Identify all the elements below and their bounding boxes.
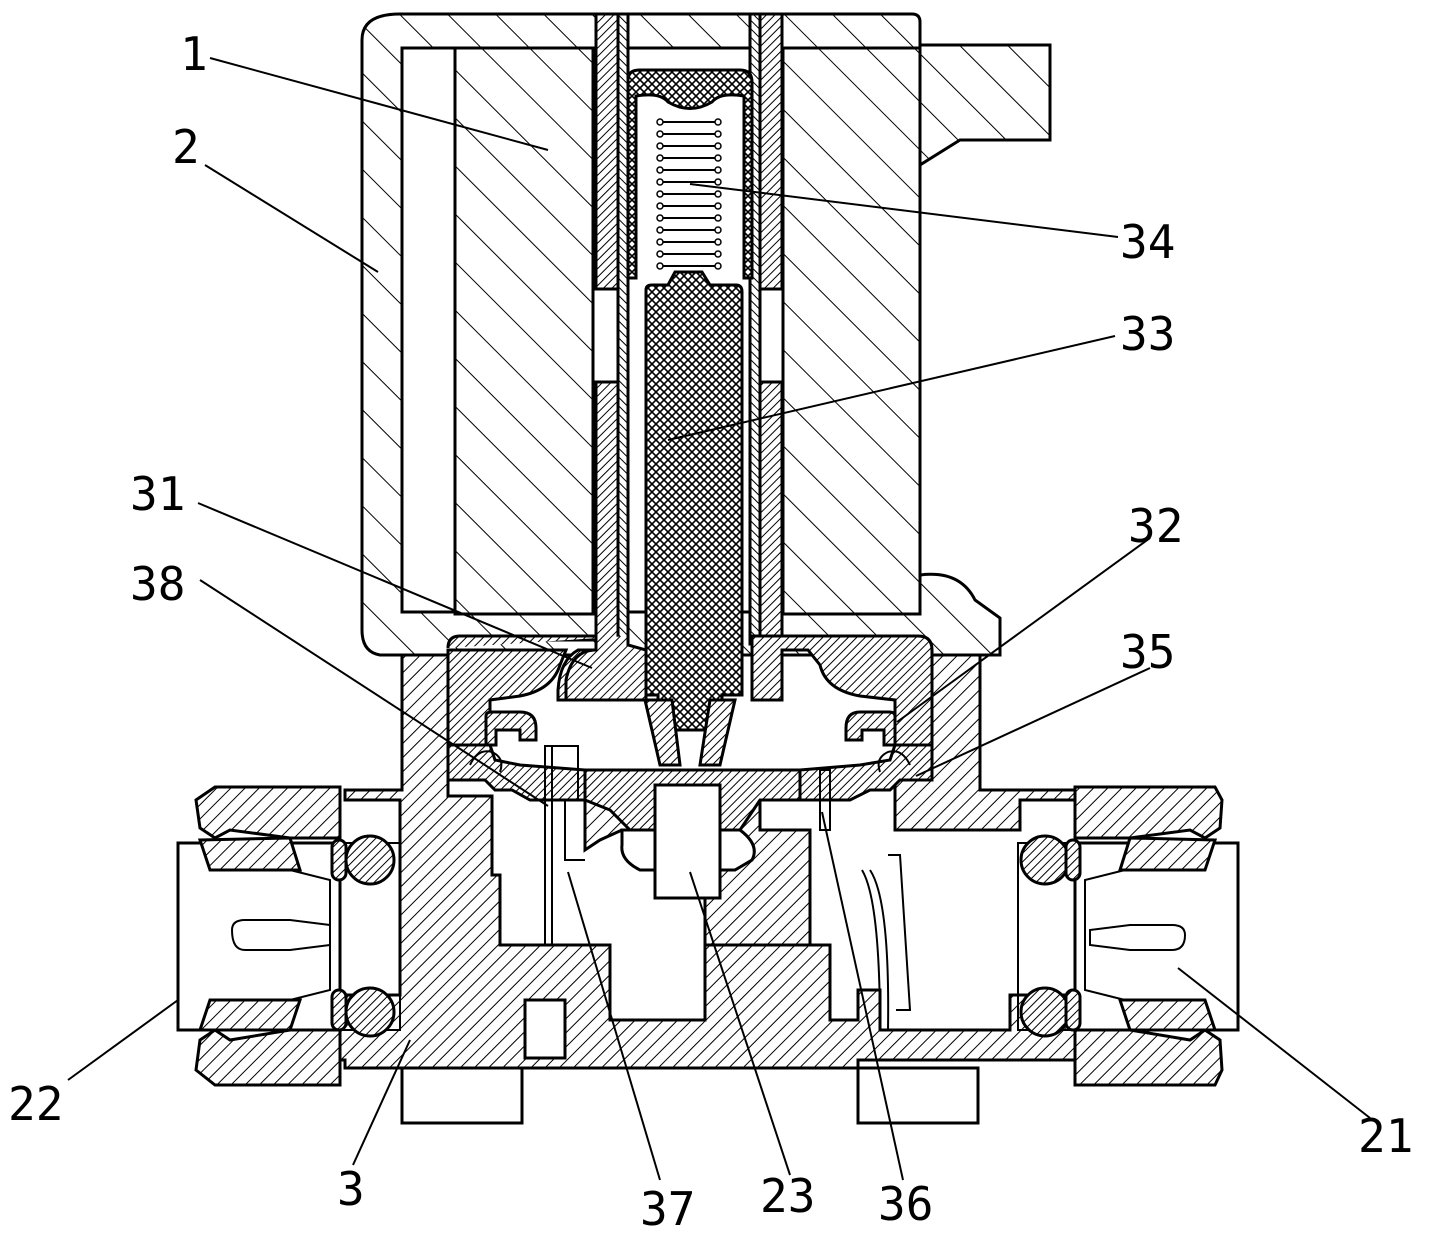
leader-38: [199, 579, 549, 807]
leader-lines: [67, 57, 1371, 1181]
label-36: 36: [878, 1177, 933, 1231]
static-core: [626, 68, 754, 280]
leader-2: [204, 164, 379, 273]
leader-3: [352, 1039, 411, 1166]
label-3: 3: [337, 1162, 365, 1216]
label-35: 35: [1120, 625, 1175, 679]
label-34: 34: [1120, 215, 1175, 269]
leader-31: [197, 502, 593, 669]
leader-33: [667, 335, 1116, 441]
label-21: 21: [1358, 1109, 1413, 1163]
label-23: 23: [760, 1169, 815, 1223]
coil-winding: [401, 46, 922, 616]
leader-36: [821, 811, 904, 1181]
label-1: 1: [180, 27, 208, 81]
pin: [544, 745, 585, 945]
leader-35: [915, 667, 1151, 777]
label-37: 37: [640, 1182, 695, 1236]
leader-22: [67, 999, 179, 1081]
label-31: 31: [130, 467, 185, 521]
right-fitting: [1017, 785, 1240, 1087]
label-22: 22: [8, 1077, 63, 1131]
label-32: 32: [1128, 499, 1183, 553]
valve-body: [338, 653, 1077, 1125]
leader-37: [567, 871, 661, 1181]
leader-21: [1177, 967, 1371, 1119]
plunger: [644, 270, 744, 732]
leader-32: [896, 537, 1151, 723]
leader-1: [209, 57, 549, 151]
spring: [656, 118, 722, 270]
part-labels: 1 2 34 33 31 32 38 35 22 21 3 23 36 37: [8, 27, 1413, 1236]
check-element: [819, 769, 912, 1031]
label-38: 38: [130, 557, 185, 611]
leader-23: [689, 871, 791, 1176]
pilot-insert: [620, 698, 756, 900]
left-fitting: [176, 785, 401, 1087]
leader-34: [689, 183, 1119, 238]
label-33: 33: [1120, 307, 1175, 361]
label-2: 2: [172, 120, 200, 174]
o-rings: [330, 834, 1082, 1038]
